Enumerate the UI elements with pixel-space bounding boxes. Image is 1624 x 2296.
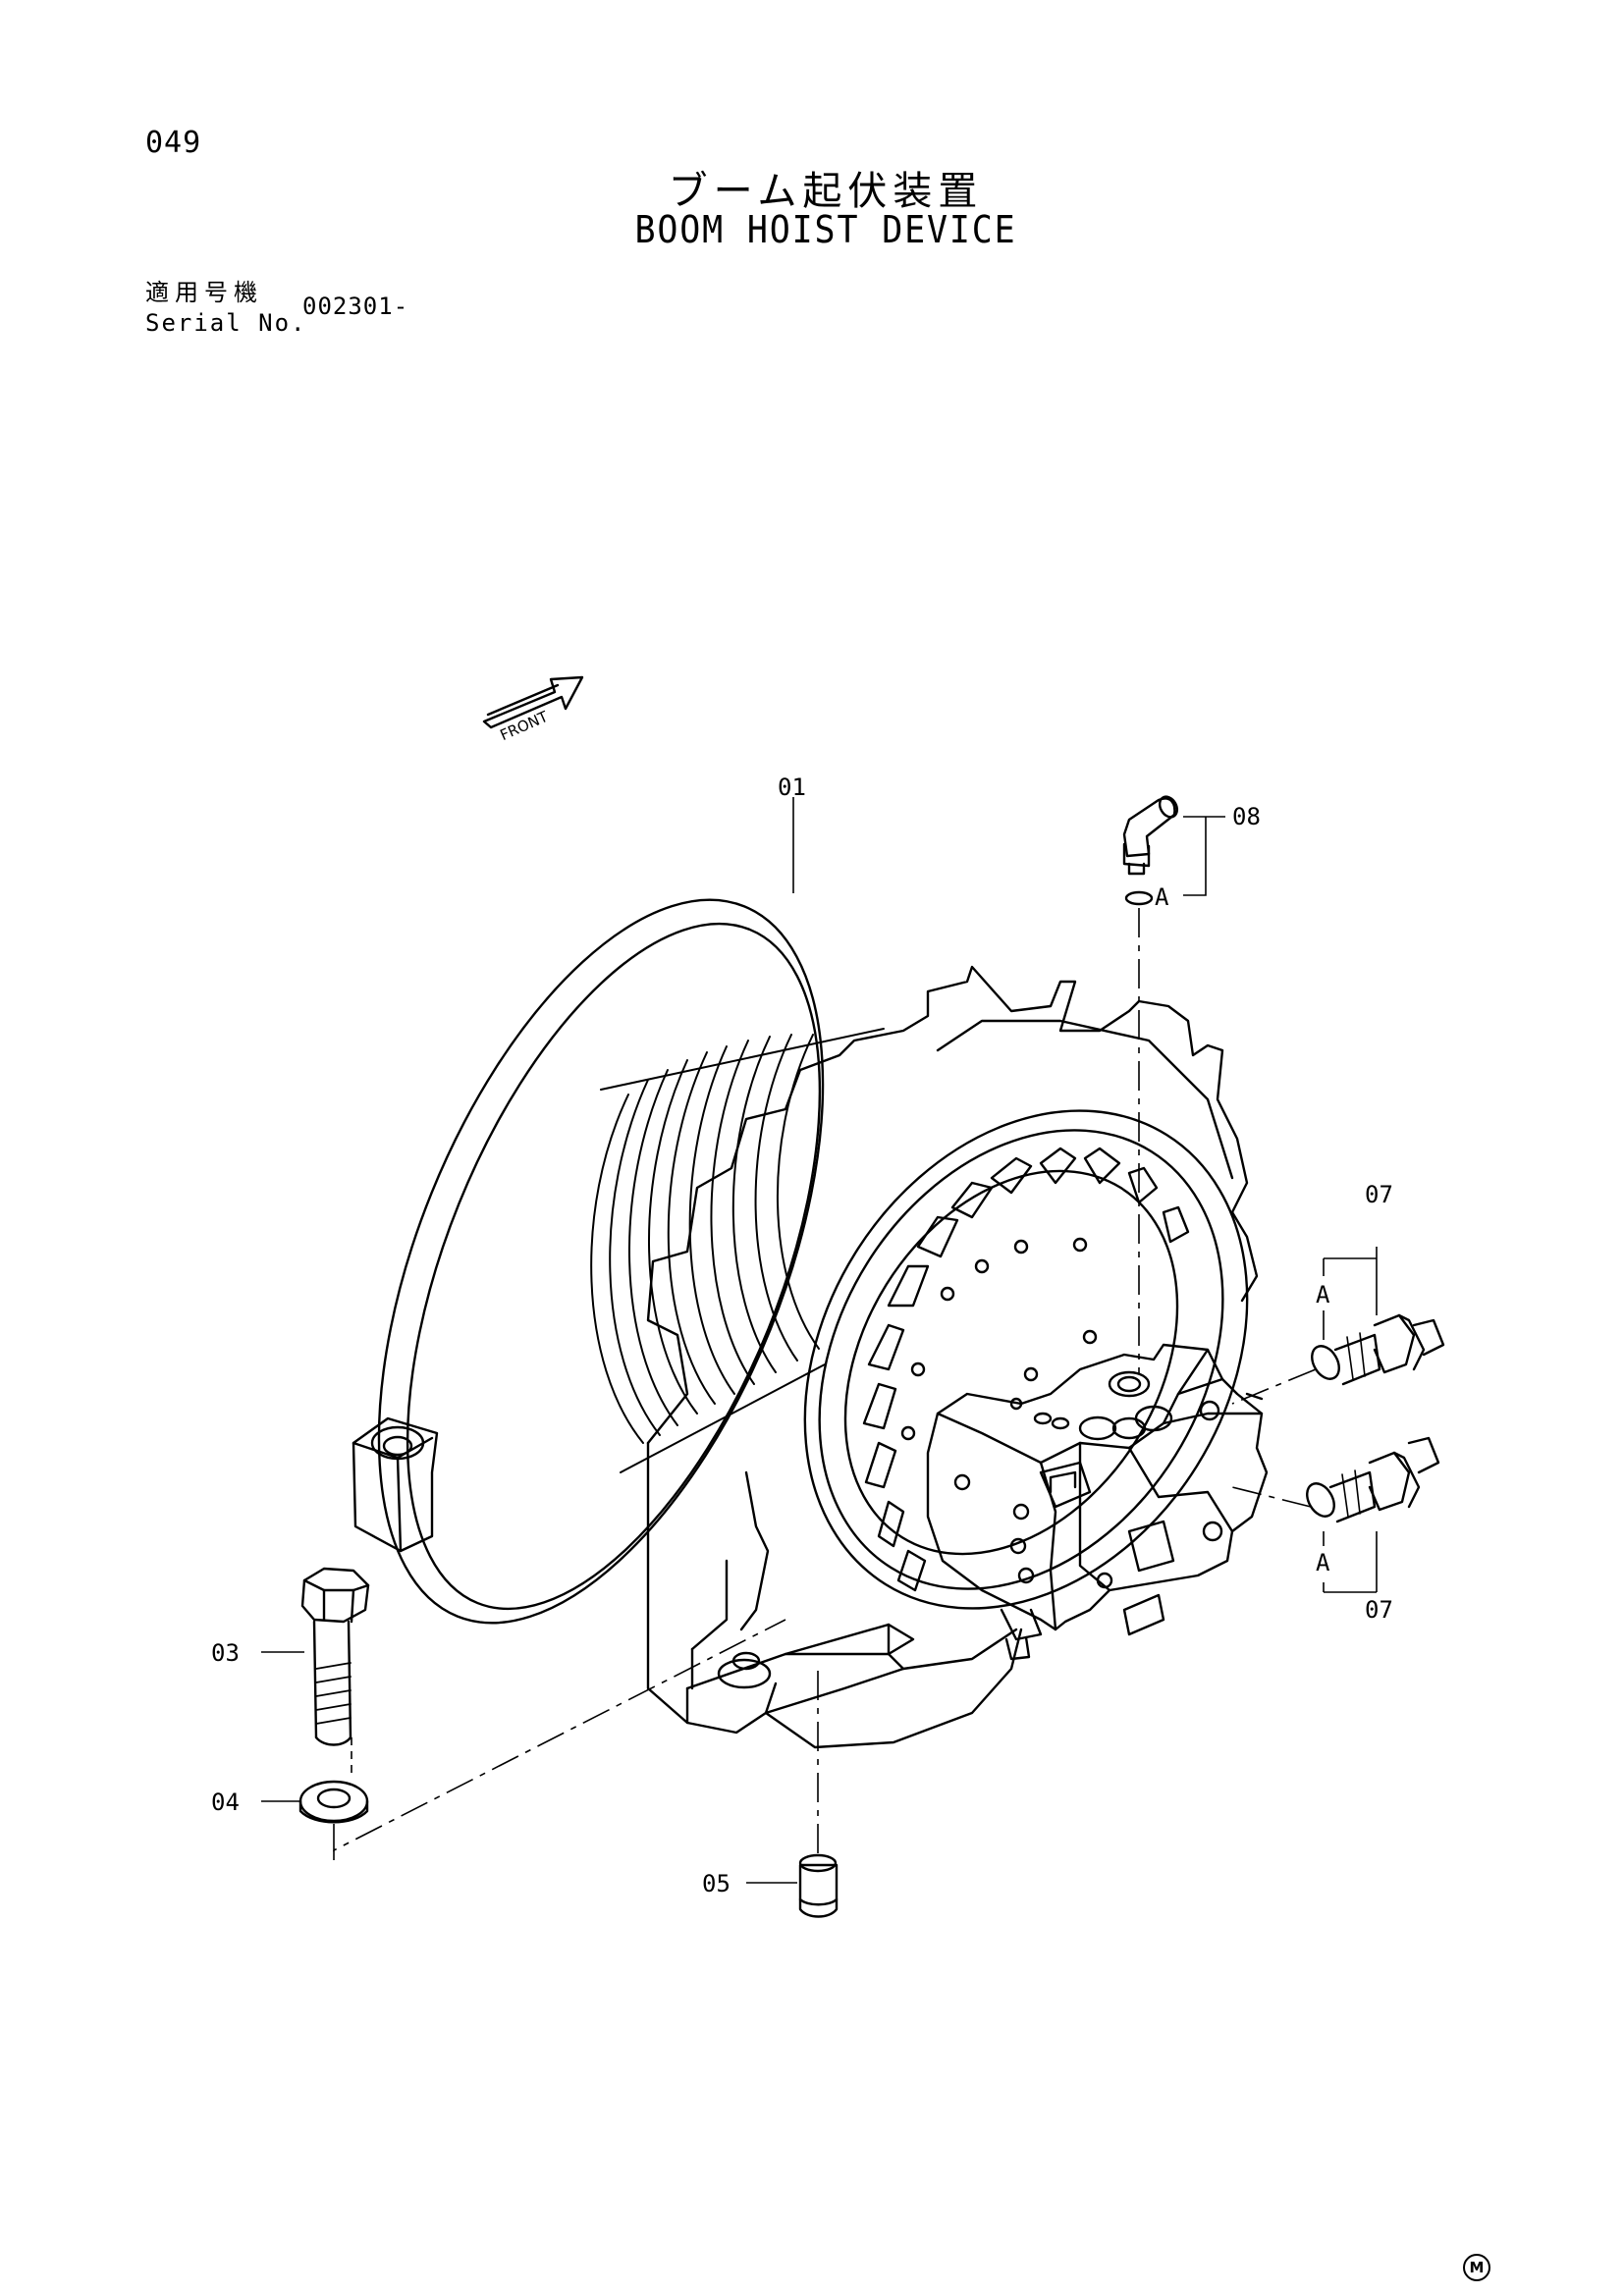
rope-drum	[590, 1028, 885, 1473]
hydraulic-motor	[926, 1343, 1269, 1661]
callout-05: 05	[702, 1870, 731, 1897]
elbow-fitting-08	[1122, 795, 1179, 906]
callout-07-bottom: 07	[1365, 1596, 1393, 1624]
bolt-03	[300, 1567, 370, 1746]
view-a-label-08: A	[1155, 883, 1169, 911]
serial-label-japanese: 適用号機	[145, 279, 263, 306]
callout-07-top: 07	[1365, 1181, 1393, 1208]
page-number: 049	[145, 126, 202, 160]
callout-08: 08	[1232, 803, 1261, 830]
corner-mark: M	[1463, 2254, 1490, 2281]
front-arrow-icon	[482, 675, 584, 729]
drum-flange	[377, 898, 825, 1625]
fitting-07-top	[1311, 1313, 1445, 1386]
washer-04	[298, 1780, 369, 1824]
left-mount	[352, 1416, 439, 1553]
view-a-label-07-top: A	[1316, 1281, 1330, 1308]
ring-gear	[803, 1109, 1249, 1610]
fitting-07-bottom	[1306, 1436, 1440, 1523]
callout-03: 03	[211, 1639, 240, 1667]
serial-value: 002301-	[302, 293, 409, 320]
title-japanese: ブーム起伏装置	[668, 169, 984, 214]
callout-01: 01	[778, 774, 806, 801]
serial-label-english: Serial No.	[145, 309, 307, 337]
view-a-label-07-bottom: A	[1316, 1549, 1330, 1576]
frame-bracket	[646, 965, 1259, 1749]
callout-04: 04	[211, 1789, 240, 1816]
title-english: BOOM HOIST DEVICE	[634, 208, 1017, 251]
pin-05	[798, 1853, 839, 1918]
